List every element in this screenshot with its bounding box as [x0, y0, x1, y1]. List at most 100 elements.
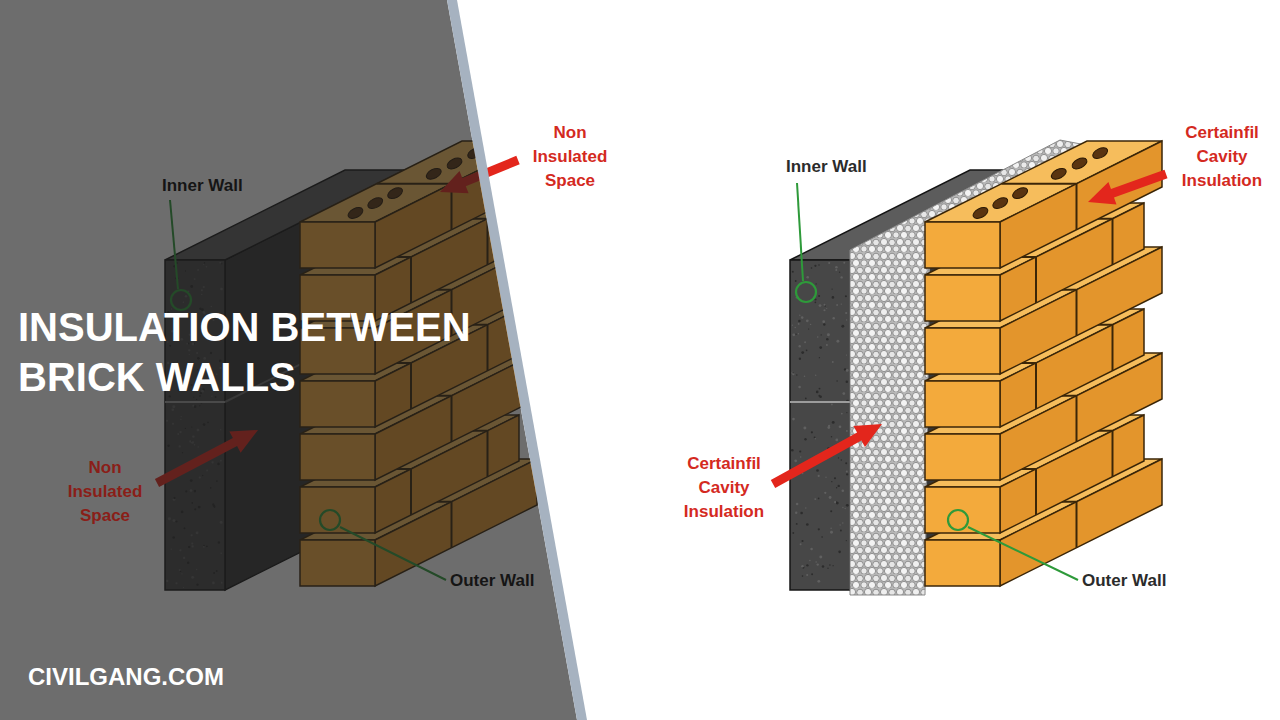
brick-end: [925, 328, 1000, 374]
block-texture: [824, 304, 826, 306]
block-texture: [819, 395, 822, 398]
block-texture: [845, 462, 847, 464]
block-texture: [818, 264, 820, 266]
block-texture: [800, 456, 801, 457]
block-texture: [818, 295, 820, 297]
block-texture: [834, 477, 836, 479]
block-texture: [799, 358, 801, 360]
block-texture: [818, 475, 820, 477]
block-texture: [825, 477, 826, 478]
block-texture: [811, 573, 813, 575]
block-texture: [842, 507, 843, 508]
block-texture: [836, 304, 838, 306]
block-texture: [805, 507, 806, 508]
block-texture: [810, 548, 813, 551]
block-texture: [804, 341, 806, 343]
brick-hole: [1050, 166, 1068, 181]
leader-ring: [796, 282, 816, 302]
block-texture: [830, 528, 831, 529]
block-texture: [794, 459, 797, 462]
block-texture: [831, 288, 832, 289]
block-texture: [819, 357, 820, 358]
brick-hole: [1011, 186, 1029, 201]
block-texture: [815, 301, 817, 303]
brick-end: [925, 434, 1000, 480]
block-texture: [795, 512, 797, 514]
block-texture: [823, 309, 825, 311]
block-texture: [846, 504, 849, 507]
block-texture: [832, 565, 833, 566]
part-label: Outer Wall: [450, 570, 534, 592]
block-texture: [792, 271, 794, 273]
block-texture: [831, 436, 832, 437]
block-texture: [845, 295, 847, 297]
block-texture: [839, 524, 840, 525]
block-texture: [841, 413, 843, 415]
brick-joint: [1076, 184, 1078, 230]
block-texture: [798, 333, 799, 334]
block-texture: [839, 425, 842, 428]
brick-end: [925, 381, 1000, 427]
block-texture: [835, 266, 838, 269]
block-texture: [811, 267, 813, 269]
brick-hole: [991, 195, 1009, 210]
brick-joint: [1076, 290, 1078, 336]
block-texture: [843, 262, 845, 264]
block-texture: [792, 372, 793, 373]
block-texture: [800, 543, 802, 545]
block-texture: [791, 372, 793, 374]
block-texture: [810, 324, 811, 325]
block-texture: [804, 438, 806, 440]
block-texture: [804, 375, 806, 377]
block-texture: [828, 262, 830, 264]
block-texture: [845, 312, 847, 314]
block-texture: [846, 319, 847, 320]
block-texture: [842, 392, 845, 395]
brick-end: [925, 487, 1000, 533]
page-title: INSULATION BETWEEN BRICK WALLS: [18, 302, 510, 402]
block-texture: [840, 530, 842, 532]
brick-joint: [1035, 257, 1037, 303]
block-texture: [806, 319, 809, 322]
block-texture: [836, 502, 839, 505]
block-texture: [830, 531, 833, 534]
block-texture: [838, 457, 839, 458]
block-texture: [838, 485, 840, 487]
block-texture: [806, 523, 809, 526]
block-texture: [841, 303, 842, 304]
leader-line: [968, 527, 1078, 580]
brick-joint: [1112, 325, 1114, 371]
block-texture: [835, 269, 837, 271]
block-texture: [846, 430, 848, 432]
part-label: Inner Wall: [162, 175, 243, 197]
block-texture: [831, 404, 833, 406]
block-texture: [818, 528, 820, 530]
block-texture: [829, 496, 832, 499]
brick-hole: [1070, 156, 1088, 171]
block-texture: [817, 336, 819, 338]
block-texture: [846, 354, 847, 355]
block-texture: [835, 439, 838, 442]
block-texture: [822, 320, 825, 323]
block-texture: [816, 391, 819, 394]
block-texture: [801, 565, 803, 567]
brick-hole: [971, 205, 989, 220]
leader-line: [797, 183, 803, 281]
block-texture: [832, 317, 834, 319]
inner-wall-front: [790, 260, 850, 590]
block-texture: [803, 427, 806, 430]
block-texture: [796, 503, 799, 506]
block-texture: [841, 325, 844, 328]
part-label: Inner Wall: [786, 156, 867, 178]
block-texture: [800, 512, 803, 515]
part-label: Outer Wall: [1082, 570, 1166, 592]
brick-hole: [1091, 145, 1109, 160]
block-texture: [829, 564, 831, 566]
block-texture: [806, 564, 808, 566]
insulated-wall: [790, 140, 1162, 595]
brick-face: [1000, 141, 1162, 268]
brick-joint: [1076, 502, 1078, 548]
block-texture: [806, 276, 809, 279]
block-texture: [815, 561, 817, 563]
block-texture: [846, 471, 848, 473]
